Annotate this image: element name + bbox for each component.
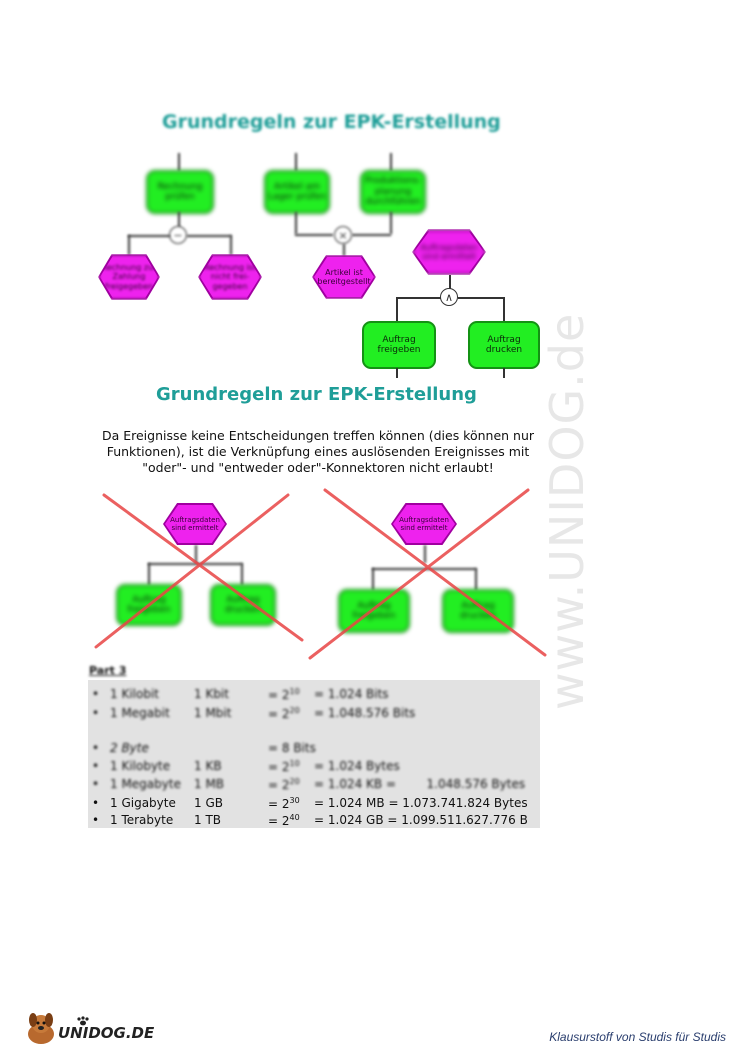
bullet: • — [92, 777, 100, 791]
red-cross-overlay — [94, 488, 547, 660]
function-box: Auftrag freigeben — [362, 321, 436, 369]
unit-exponent: 20 — [289, 706, 300, 715]
diagram-2-title: Grundregeln zur EPK-Erstellung — [156, 384, 477, 405]
line — [396, 368, 398, 378]
unit-name: 1 Megabyte — [110, 777, 181, 791]
bullet: • — [92, 741, 100, 755]
dog-logo-icon — [28, 1013, 54, 1044]
line — [178, 212, 180, 228]
unit-value: = 1.024 MB = 1.073.741.824 Bytes — [314, 796, 528, 810]
paw-icon — [77, 1016, 89, 1026]
unit-power: = 8 Bits — [268, 741, 316, 755]
unit-abbr: 1 MB — [194, 777, 225, 791]
bullet: • — [92, 687, 100, 701]
unit-value: = 1.024 Bits — [314, 687, 389, 701]
line — [178, 153, 180, 171]
line — [396, 297, 398, 322]
cross-line — [308, 488, 530, 660]
bullet: • — [92, 759, 100, 773]
line — [390, 153, 392, 171]
bullet: • — [92, 796, 100, 810]
unit-exponent: 40 — [289, 813, 300, 822]
event-hexagon: Auftragsdaten sind ermittelt — [393, 505, 455, 543]
unit-abbr: 1 Kbit — [194, 687, 229, 701]
unit-name: 2 Byte — [110, 741, 149, 755]
part-heading: Part 3 — [89, 664, 127, 677]
line — [295, 212, 297, 234]
xor-connector: × — [334, 226, 352, 244]
unit-name: 1 Gigabyte — [110, 796, 176, 810]
line — [187, 235, 231, 237]
function-box: Auftrag freigeben — [116, 584, 182, 626]
line — [230, 235, 232, 255]
event-hexagon: Artikel ist bereitgestellt — [314, 257, 374, 297]
unit-abbr: 1 KB — [194, 759, 222, 773]
line — [458, 297, 504, 299]
diagram-1-title: Grundregeln zur EPK-Erstellung — [162, 111, 501, 133]
unit-value: = 1.024 GB = 1.099.511.627.776 B — [314, 813, 528, 827]
unit-abbr: 1 TB — [194, 813, 222, 827]
unit-exponent: 10 — [289, 759, 300, 768]
line — [343, 244, 345, 256]
function-box: Artikel am Lager prüfen — [264, 170, 330, 214]
unit-name: 1 Terabyte — [110, 813, 174, 827]
line — [390, 212, 392, 234]
unit-exponent: 30 — [289, 796, 300, 805]
line — [396, 297, 441, 299]
bullet: • — [92, 706, 100, 720]
line — [148, 563, 150, 585]
line — [128, 235, 170, 237]
cross-line — [323, 488, 547, 657]
line — [372, 568, 374, 590]
units-table-background — [88, 680, 540, 828]
line — [352, 234, 391, 236]
unit-name: 1 Megabit — [110, 706, 170, 720]
event-hexagon: Auftragsdaten sind ermittelt — [165, 505, 225, 543]
cross-line — [94, 493, 290, 649]
logo-text: UNIDOG.DE — [58, 1024, 155, 1042]
cross-line — [102, 493, 304, 642]
line — [424, 545, 426, 563]
line — [503, 368, 505, 378]
line — [295, 153, 297, 171]
line — [475, 568, 477, 590]
unit-power: = 2 — [268, 778, 290, 792]
unit-exponent: 20 — [289, 777, 300, 786]
bullet: • — [92, 813, 100, 827]
unit-power: = 2 — [268, 707, 290, 721]
line — [295, 234, 333, 236]
unit-power: = 2 — [268, 760, 290, 774]
connector-symbol: − — [173, 228, 183, 242]
unit-name: 1 Kilobit — [110, 687, 159, 701]
event-hexagon: Auftragsdaten sind ermittelt — [414, 231, 484, 273]
line — [449, 275, 451, 289]
unit-abbr: 1 GB — [194, 796, 223, 810]
event-hexagon: Rechnung zur Zahlung freigegeben — [100, 256, 158, 298]
unit-power: = 2 — [268, 814, 290, 828]
function-box: Produktions-planung durchführen — [360, 170, 426, 214]
event-hexagon: Rechnung ist nicht frei-gegeben — [200, 256, 260, 298]
unit-value: = 1.024 Bytes — [314, 759, 400, 773]
function-box: Rechnung prüfen — [146, 170, 214, 214]
unit-value: = 1.024 KB = 1.048.576 Bytes — [314, 777, 526, 791]
unit-value: = 1.048.576 Bits — [314, 706, 416, 720]
rule-description: Da Ereignisse keine Entscheidungen treff… — [101, 428, 535, 475]
unit-power: = 2 — [268, 688, 290, 702]
connector-symbol: × — [338, 228, 348, 242]
function-box: Auftrag drucken — [210, 584, 276, 626]
line — [195, 545, 197, 563]
connector-symbol: ∧ — [444, 290, 454, 304]
unit-power: = 2 — [268, 797, 290, 811]
unit-exponent: 10 — [289, 687, 300, 696]
unit-name: 1 Kilobyte — [110, 759, 171, 773]
line — [148, 563, 242, 565]
line — [241, 563, 243, 585]
line — [503, 297, 505, 322]
line — [128, 235, 130, 255]
unit-abbr: 1 Mbit — [194, 706, 232, 720]
footer-tagline: Klausurstoff von Studis für Studis — [549, 1030, 726, 1044]
